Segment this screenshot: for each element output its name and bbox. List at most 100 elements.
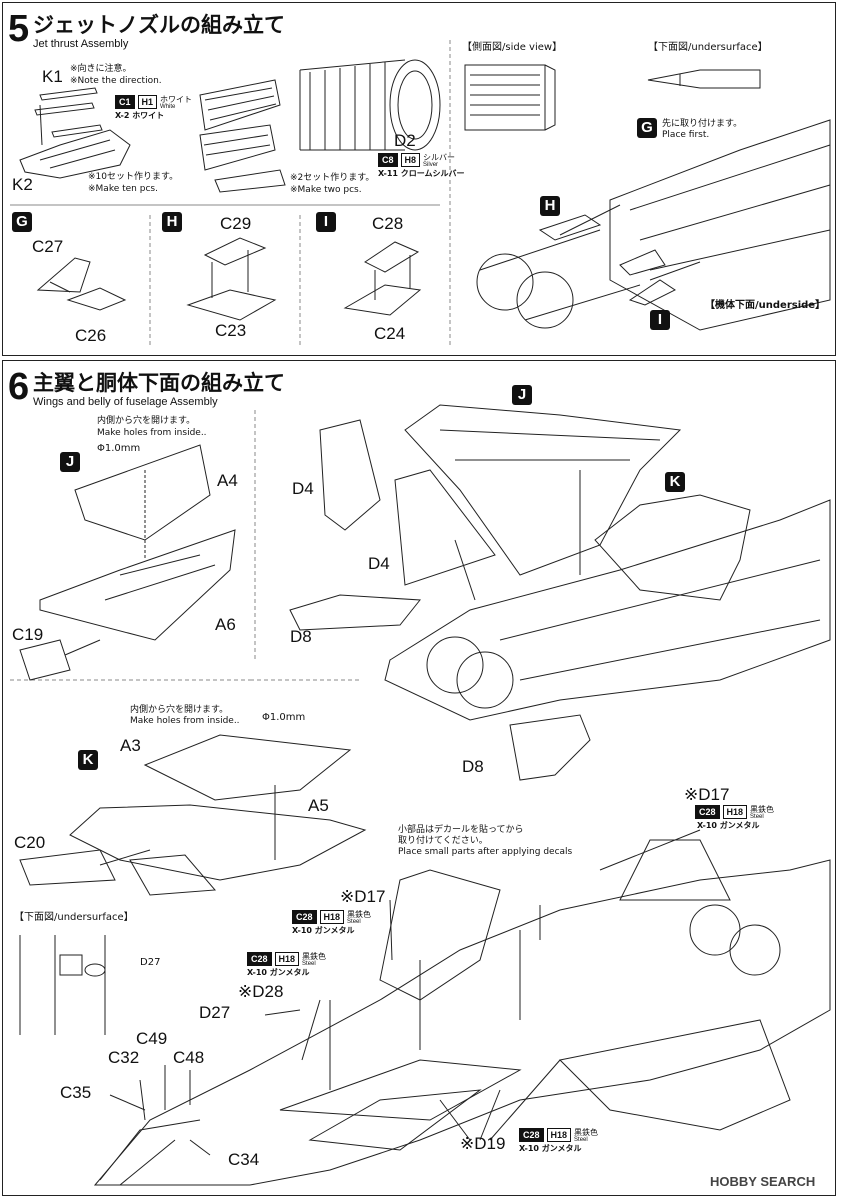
- label-d17-right: ※D17: [684, 785, 730, 804]
- paint-c28r-line: X-10 ガンメタル: [697, 821, 760, 830]
- paint-c28r-code2: H18: [722, 805, 748, 819]
- label-d2: D2: [394, 131, 416, 150]
- paint-c1-name-jp: ホワイト: [160, 95, 193, 104]
- label-k1: K1: [42, 67, 63, 86]
- badge-j-callout: J: [512, 385, 532, 405]
- label-k2: K2: [12, 175, 33, 194]
- note-direction-en: ※Note the direction.: [70, 76, 162, 86]
- label-d8-b: D8: [462, 757, 484, 776]
- badge-i-callout: I: [650, 310, 670, 330]
- place-first-jp: 先に取り付けます。: [662, 119, 743, 129]
- note-two-en: ※Make two pcs.: [290, 185, 362, 195]
- label-d4-b: D4: [368, 554, 390, 573]
- paint-c28b-line: X-10 ガンメタル: [519, 1144, 582, 1153]
- paint-c8-line: X-11 クロームシルバー: [378, 169, 465, 178]
- paint-c28b-code1: C28: [519, 1128, 544, 1142]
- paint-c28l-name-en: Steel: [347, 919, 361, 925]
- paint-c1-code2: H1: [137, 95, 158, 109]
- step6-title: 主翼と胴体下面の組み立て: [33, 371, 285, 395]
- holes2-note-jp: 内側から穴を開けます。: [130, 705, 229, 715]
- note-ten-jp: ※10セット作ります。: [88, 172, 179, 182]
- step5-number: 5: [8, 8, 30, 50]
- label-d4-a: D4: [292, 479, 314, 498]
- phi2-note: Φ1.0mm: [262, 712, 306, 723]
- label-a6: A6: [215, 615, 236, 634]
- label-c27: C27: [32, 237, 64, 256]
- step5-title: ジェットノズルの組み立て: [33, 13, 285, 37]
- label-c24: C24: [374, 324, 406, 343]
- small-parts-jp2: 取り付けてください。: [398, 836, 488, 846]
- small-parts-en: Place small parts after applying decals: [398, 847, 573, 857]
- badge-h-callout: H: [540, 196, 560, 216]
- label-a3: A3: [120, 736, 141, 755]
- step6-frame: [2, 360, 836, 1196]
- label-c23: C23: [215, 321, 247, 340]
- paint-c28m-name-en: Steel: [302, 961, 316, 967]
- note-direction-jp: ※向きに注意。: [70, 64, 132, 74]
- paint-c28l-code2: H18: [319, 910, 345, 924]
- label-d8-a: D8: [290, 627, 312, 646]
- label-c35: C35: [60, 1083, 92, 1102]
- paint-c8-name-en: Silver: [423, 162, 439, 168]
- note-ten-en: ※Make ten pcs.: [88, 184, 158, 194]
- label-c49: C49: [136, 1029, 168, 1048]
- place-first-en: Place first.: [662, 130, 710, 140]
- paint-c28r-name-en: Steel: [750, 814, 764, 820]
- label-d27-under: D27: [140, 957, 161, 968]
- label-a4: A4: [217, 471, 238, 490]
- paint-c28b-name-en: Steel: [574, 1137, 588, 1143]
- label-c26: C26: [75, 326, 107, 345]
- step6-number: 6: [8, 366, 30, 408]
- badge-h: H: [162, 212, 182, 232]
- small-parts-jp1: 小部品はデカールを貼ってから: [398, 825, 524, 835]
- label-c48: C48: [173, 1048, 205, 1067]
- underside-label: 【機体下面/underside】: [705, 300, 826, 311]
- side-view-label: 【側面図/side view】: [462, 42, 563, 53]
- badge-g-callout: G: [637, 118, 657, 138]
- label-c29: C29: [220, 214, 252, 233]
- holes-note-jp: 内側から穴を開けます。: [97, 416, 196, 426]
- label-a5: A5: [308, 796, 329, 815]
- paint-c28l-name-jp: 黒鉄色: [347, 910, 372, 919]
- paint-c28l-line: X-10 ガンメタル: [292, 926, 355, 935]
- note-two-jp: ※2セット作ります。: [290, 173, 375, 183]
- paint-c28b-name-jp: 黒鉄色: [574, 1128, 599, 1137]
- label-c19: C19: [12, 625, 44, 644]
- paint-c8-code1: C8: [378, 153, 398, 167]
- step6-subtitle: Wings and belly of fuselage Assembly: [33, 396, 218, 408]
- badge-i: I: [316, 212, 336, 232]
- label-c32: C32: [108, 1048, 140, 1067]
- badge-g: G: [12, 212, 32, 232]
- undersurface2-label: 【下面図/undersurface】: [14, 912, 134, 923]
- label-d19: ※D19: [460, 1134, 506, 1153]
- paint-c1-code1: C1: [115, 95, 135, 109]
- holes2-note-en: Make holes from inside..: [130, 716, 240, 726]
- badge-k: K: [78, 750, 98, 770]
- paint-c8-code2: H8: [400, 153, 421, 167]
- paint-c1-line: X-2 ホワイト: [115, 111, 165, 120]
- paint-c28m-line: X-10 ガンメタル: [247, 968, 310, 977]
- label-c28: C28: [372, 214, 404, 233]
- paint-c1-name-en: White: [160, 104, 176, 110]
- watermark: HOBBY SEARCH: [710, 1174, 816, 1189]
- undersurface-label: 【下面図/undersurface】: [648, 42, 768, 53]
- paint-c8-name-jp: シルバー: [423, 153, 456, 162]
- badge-k-callout: K: [665, 472, 685, 492]
- paint-c28m-code2: H18: [274, 952, 300, 966]
- paint-c28m-code1: C28: [247, 952, 272, 966]
- paint-c28r-code1: C28: [695, 805, 720, 819]
- label-d17-left: ※D17: [340, 887, 386, 906]
- label-c34: C34: [228, 1150, 260, 1169]
- paint-c28b-code2: H18: [546, 1128, 572, 1142]
- paint-c28m-name-jp: 黒鉄色: [302, 952, 327, 961]
- paint-c28r-name-jp: 黒鉄色: [750, 805, 775, 814]
- holes-note-en: Make holes from inside..: [97, 428, 207, 438]
- label-d28: ※D28: [238, 982, 284, 1001]
- label-d27: D27: [199, 1003, 231, 1022]
- paint-c28l-code1: C28: [292, 910, 317, 924]
